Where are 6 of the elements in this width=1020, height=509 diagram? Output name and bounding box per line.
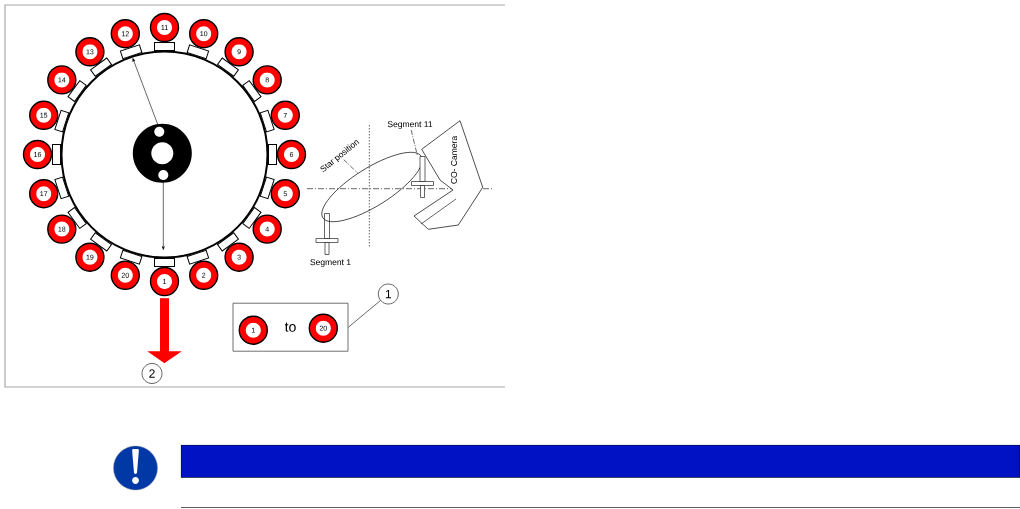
holder-drawing bbox=[411, 156, 434, 198]
callout-number: 2 bbox=[141, 363, 163, 384]
callout-number: 1 bbox=[378, 283, 399, 305]
leader-line bbox=[348, 300, 381, 328]
part-label: Segment 1 bbox=[310, 259, 351, 267]
leader-line bbox=[343, 159, 359, 174]
